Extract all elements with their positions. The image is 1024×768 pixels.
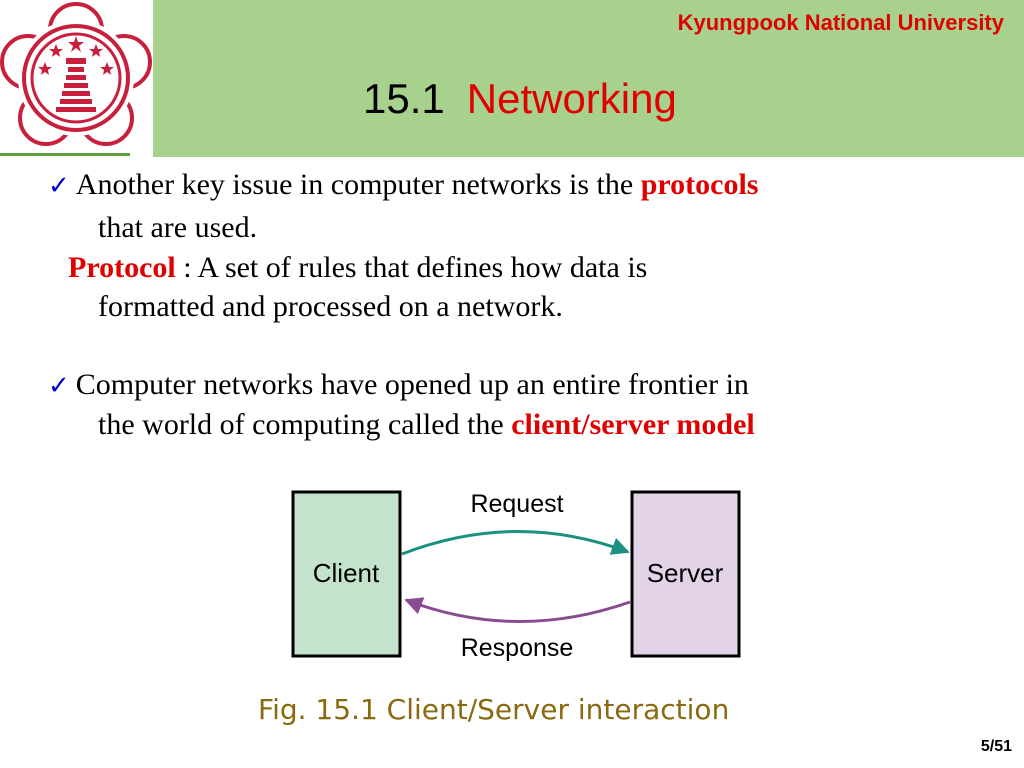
- request-label: Request: [470, 490, 563, 518]
- university-name: Kyungpook National University: [677, 10, 1004, 35]
- client-server-diagram: Client Server Request Response: [291, 490, 741, 662]
- logo-underline: [0, 153, 130, 156]
- term-protocols: protocols: [640, 168, 759, 201]
- bullet-2-line-1: ✓Computer networks have opened up an ent…: [48, 368, 749, 401]
- client-box: [291, 490, 402, 658]
- bullet-2-line-2: the world of computing called the client…: [98, 408, 755, 441]
- term-client-server-model: client/server model: [511, 408, 755, 441]
- page-number: 5/51: [980, 738, 1012, 755]
- checkmark-icon: ✓: [48, 171, 70, 201]
- response-label: Response: [461, 634, 574, 662]
- response-arrow: [404, 597, 631, 623]
- server-label: Server: [647, 558, 724, 588]
- client-label: Client: [313, 558, 380, 588]
- request-arrow: [401, 530, 630, 556]
- checkmark-icon: ✓: [48, 371, 70, 401]
- bullet-1-line-4: formatted and processed on a network.: [98, 290, 563, 323]
- university-logo: [0, 0, 153, 157]
- term-protocol: Protocol: [68, 251, 176, 284]
- slide-title: 15.1 Networking: [363, 78, 677, 120]
- bullet-1-line-3: Protocol : A set of rules that defines h…: [68, 251, 648, 284]
- slide-header: [153, 0, 1024, 157]
- university-emblem-icon: [0, 2, 152, 146]
- section-title: Networking: [466, 75, 677, 122]
- server-box: [630, 490, 741, 658]
- bullet-1-line-1: ✓Another key issue in computer networks …: [48, 168, 759, 201]
- section-number: 15.1: [363, 75, 445, 122]
- bullet-1-line-2: that are used.: [98, 211, 258, 244]
- figure-caption: Fig. 15.1 Client/Server interaction: [258, 693, 730, 726]
